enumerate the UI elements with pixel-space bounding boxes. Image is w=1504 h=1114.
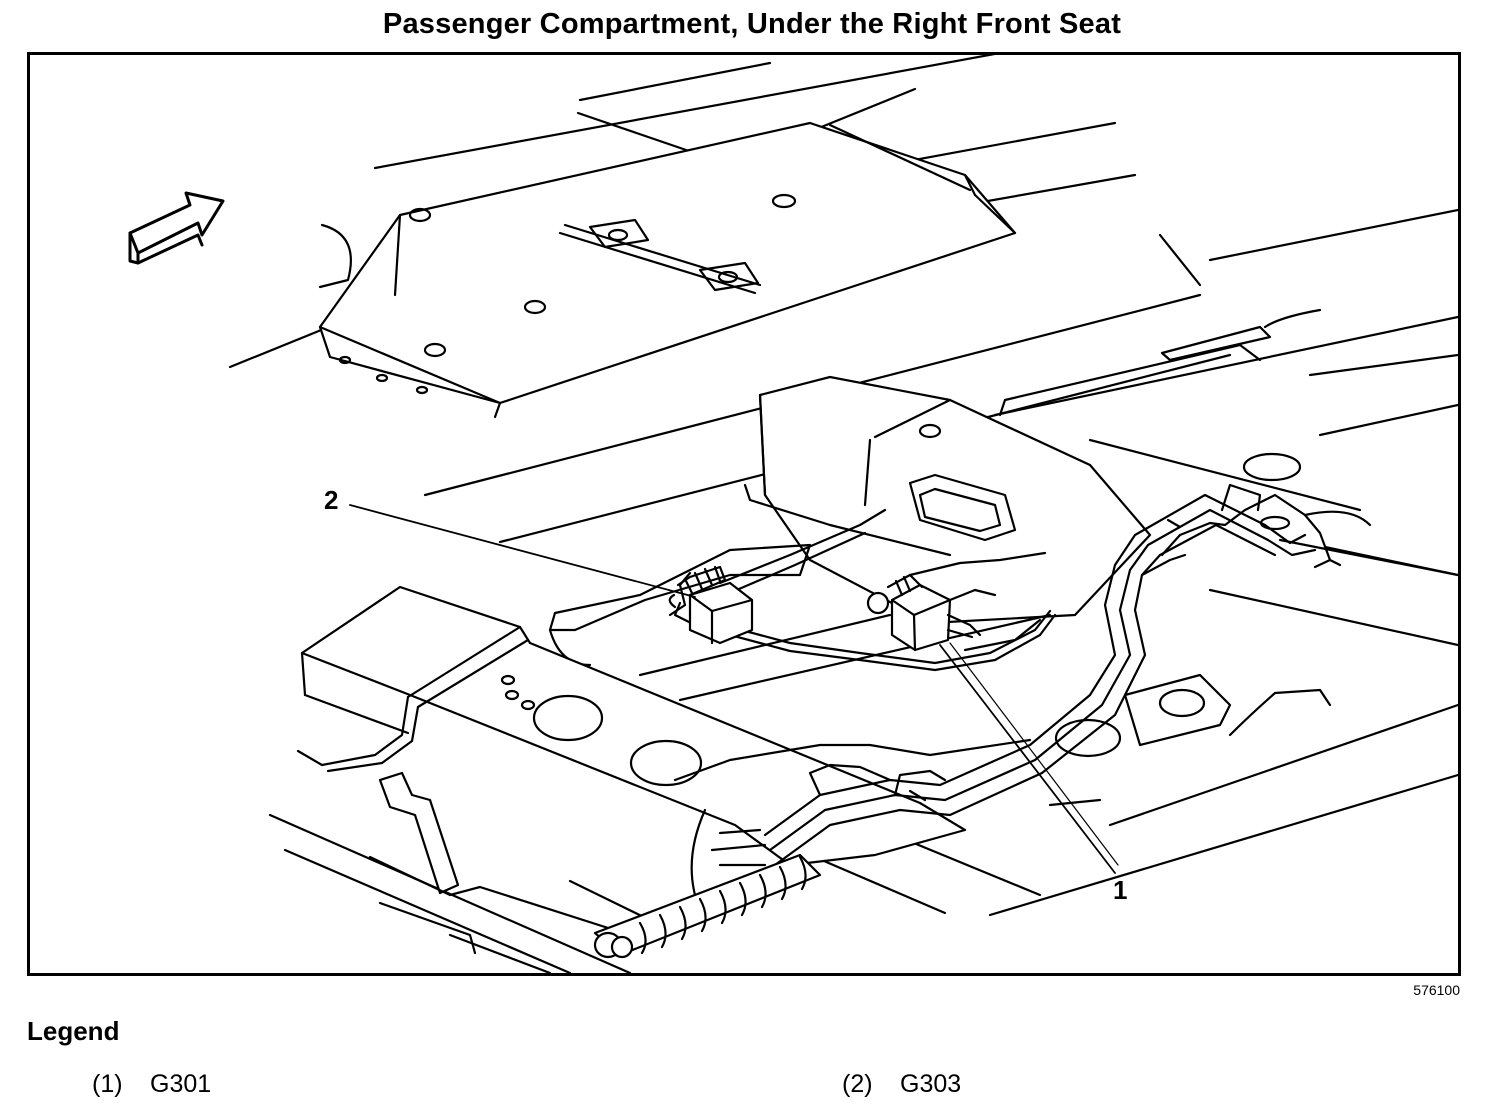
callout-leaders: [349, 504, 1119, 874]
legend-item-2: (2) G303: [842, 1070, 961, 1099]
diagram-frame: 2 1: [27, 52, 1461, 976]
floor-panel-lines: [228, 55, 1458, 973]
legend-label: G303: [900, 1070, 962, 1098]
rear-cross-member: [318, 121, 1322, 419]
forward-arrow-icon: [128, 191, 225, 265]
legend-number: (1): [92, 1070, 123, 1098]
callout-1: 1: [1113, 875, 1128, 905]
legend-heading: Legend: [27, 1016, 120, 1046]
floor-diagram: [128, 55, 1458, 973]
page-title: Passenger Compartment, Under the Right F…: [382, 8, 1122, 40]
ground-g301: [866, 573, 997, 652]
callout-2: 2: [324, 485, 339, 515]
figure-id: 576100: [1413, 982, 1460, 998]
ground-g303: [668, 565, 754, 645]
legend-number: (2): [842, 1070, 873, 1098]
legend-item-1: (1) G301: [92, 1070, 211, 1099]
seat-track-rail: [763, 483, 1458, 867]
legend-label: G301: [150, 1070, 212, 1098]
center-floor-bracket: [758, 375, 1302, 625]
corrugated-conduit: [593, 853, 822, 959]
